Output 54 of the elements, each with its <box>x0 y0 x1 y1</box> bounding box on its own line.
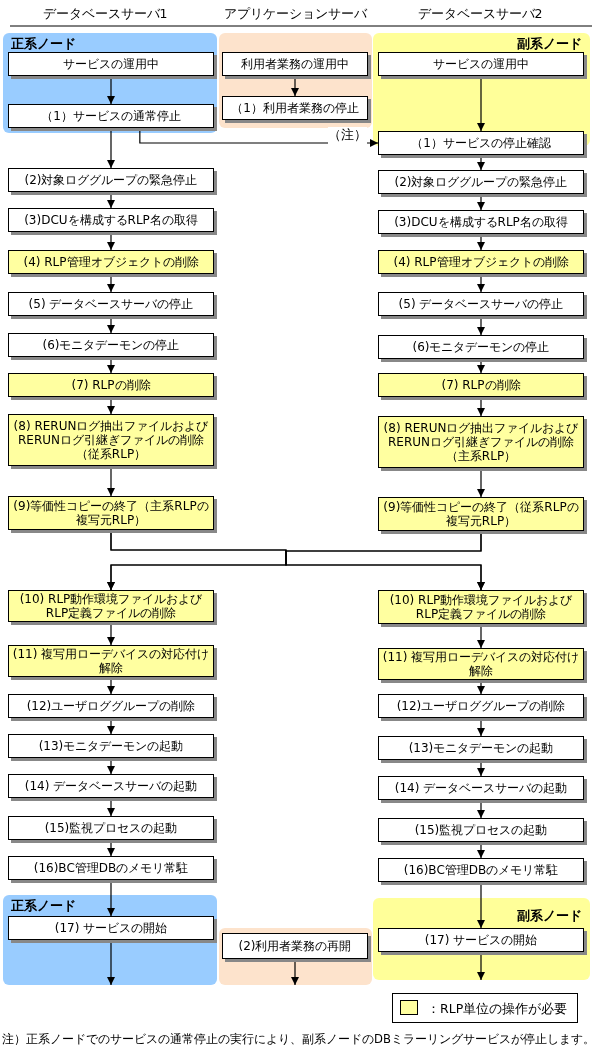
step-box: (5) データベースサーバの停止 <box>8 292 214 316</box>
step-box: (2)利用者業務の再開 <box>222 933 368 959</box>
panel-heading: 正系ノード <box>11 897 76 915</box>
column-header: データベースサーバ1 <box>41 6 169 23</box>
step-box: (16)BC管理DBのメモリ常駐 <box>8 856 214 880</box>
step-box: (3)DCUを構成するRLP名の取得 <box>8 208 214 232</box>
step-box: （1）利用者業務の停止 <box>222 96 368 120</box>
step-box: (8) RERUNログ抽出ファイルおよびRERUNログ引継ぎファイルの削除（主系RLP） <box>378 416 584 468</box>
step-box: (4) RLP管理オブジェクトの削除 <box>8 250 214 274</box>
node-panel <box>3 33 217 133</box>
step-box: (9)等価性コピーの終了（従系RLPの複写元RLP） <box>378 497 584 531</box>
step-box: (2)対象ロググループの緊急停止 <box>8 168 214 192</box>
step-box: （1）サービスの通常停止 <box>8 104 214 128</box>
step-box: (6)モニタデーモンの停止 <box>378 335 584 359</box>
step-box: (15)監視プロセスの起動 <box>8 816 214 840</box>
panel-heading: 副系ノード <box>517 35 582 53</box>
panel-heading: 正系ノード <box>11 35 76 53</box>
step-box: (4) RLP管理オブジェクトの削除 <box>378 250 584 274</box>
step-box: サービスの運用中 <box>378 52 584 76</box>
step-box: (5) データベースサーバの停止 <box>378 292 584 316</box>
node-panel <box>3 895 217 985</box>
column-header: アプリケーションサーバ <box>222 6 368 23</box>
step-box: (12)ユーザロググループの削除 <box>8 694 214 718</box>
step-box: (2)対象ロググループの緊急停止 <box>378 170 584 194</box>
step-box: (7) RLPの削除 <box>8 373 214 397</box>
step-box: (11) 複写用ローデバイスの対応付け解除 <box>8 645 214 677</box>
step-box: （1）サービスの停止確認 <box>378 131 584 155</box>
step-box: (15)監視プロセスの起動 <box>378 818 584 842</box>
step-box: (16)BC管理DBのメモリ常駐 <box>378 858 584 882</box>
step-box: (6)モニタデーモンの停止 <box>8 333 214 357</box>
panel-heading: 副系ノード <box>517 907 582 925</box>
step-box: (10) RLP動作環境ファイルおよびRLP定義ファイルの削除 <box>8 590 214 622</box>
step-box: (17) サービスの開始 <box>8 916 214 940</box>
step-box: (3)DCUを構成するRLP名の取得 <box>378 210 584 234</box>
footnote: 注）正系ノードでのサービスの通常停止の実行により、副系ノードのDBミラーリングサービスが停止します。 <box>2 1032 596 1047</box>
node-panel <box>373 898 590 980</box>
step-box: (13)モニタデーモンの起動 <box>8 734 214 758</box>
step-box: (10) RLP動作環境ファイルおよびRLP定義ファイルの削除 <box>378 590 584 624</box>
step-box: (7) RLPの削除 <box>378 373 584 397</box>
step-box: (14) データベースサーバの起動 <box>378 776 584 800</box>
step-box: 利用者業務の運用中 <box>222 52 368 76</box>
node-panel <box>219 33 372 128</box>
step-box: (12)ユーザロググループの削除 <box>378 694 584 718</box>
step-box: (14) データベースサーバの起動 <box>8 774 214 798</box>
step-box: (11) 複写用ローデバイスの対応付け解除 <box>378 648 584 680</box>
legend-text: ：RLP単位の操作が必要 <box>427 1001 568 1018</box>
step-box: サービスの運用中 <box>8 52 214 76</box>
step-box: (17) サービスの開始 <box>378 928 584 952</box>
step-box: (13)モニタデーモンの起動 <box>378 736 584 760</box>
node-panel <box>219 928 372 985</box>
step-box: (8) RERUNログ抽出ファイルおよびRERUNログ引継ぎファイルの削除（従系RLP） <box>8 414 214 466</box>
edge-label: （注） <box>328 127 367 144</box>
column-header: データベースサーバ2 <box>416 6 544 23</box>
step-box: (9)等価性コピーの終了（主系RLPの複写元RLP） <box>8 496 214 530</box>
